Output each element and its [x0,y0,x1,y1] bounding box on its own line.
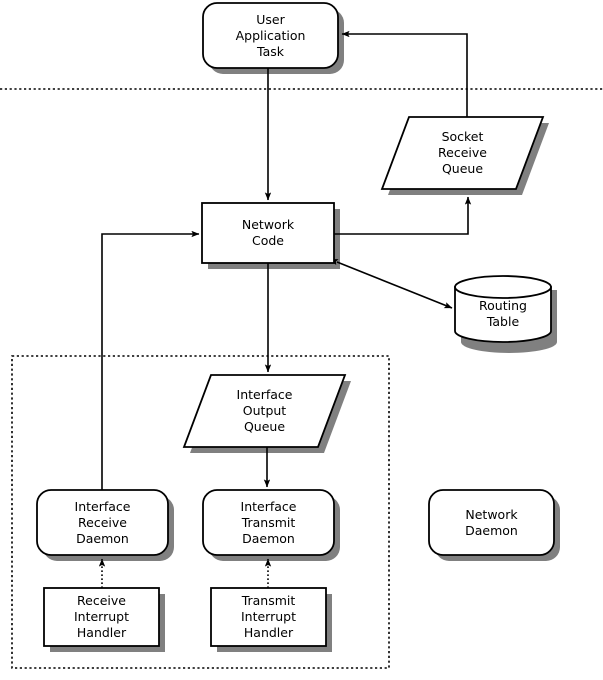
node-shape-layer [36,2,555,647]
shape-routing-table[interactable] [454,275,552,343]
edge-layer [98,30,472,588]
shape-socket-receive-queue[interactable] [380,116,545,190]
shape-interface-output-queue[interactable] [182,374,347,448]
shape-network-code[interactable] [201,202,335,264]
edge-network-code-routing-table [329,259,453,309]
shape-transmit-interrupt-handler[interactable] [210,587,327,647]
edge-network-code-to-socket-receive-queue [334,196,472,235]
shape-interface-receive-daemon[interactable] [36,489,169,556]
shape-network-daemon[interactable] [428,489,555,556]
network-daemon-group-boundary [11,355,390,669]
edge-socket-receive-queue-to-user-app [341,30,468,117]
shape-user-application-task[interactable] [202,2,339,69]
shape-receive-interrupt-handler[interactable] [43,587,160,647]
edge-interface-receive-daemon-to-network-code [101,230,200,490]
shape-interface-transmit-daemon[interactable] [202,489,335,556]
